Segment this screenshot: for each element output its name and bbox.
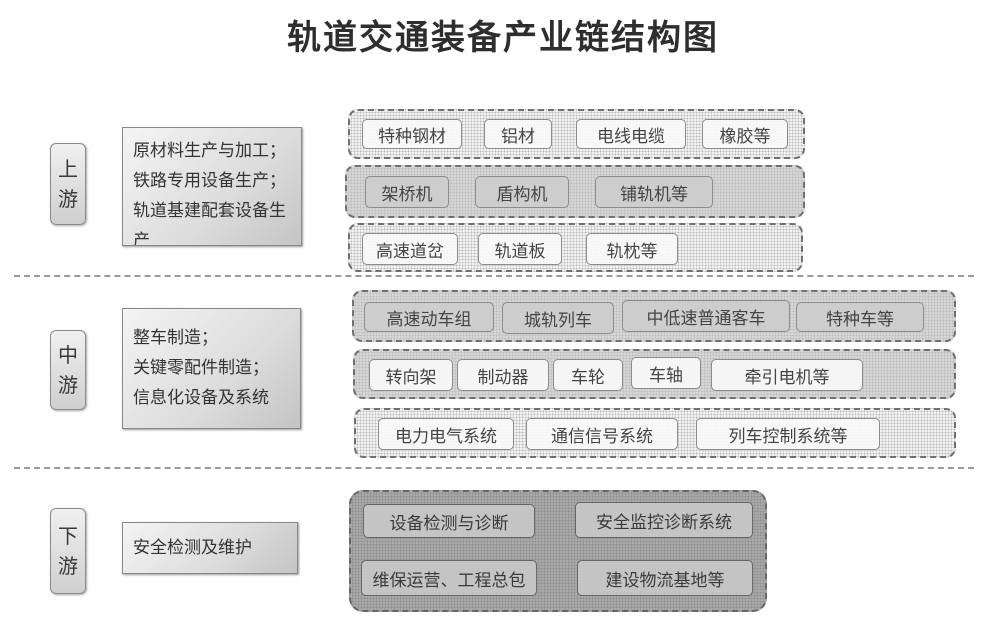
node-item: 轨枕等: [586, 233, 678, 265]
stage-tab-char: 游: [58, 554, 78, 578]
node-item: 安全监控诊断系统: [575, 502, 753, 538]
node-item: 中低速普通客车: [622, 300, 790, 332]
node-item: 电力电气系统: [378, 418, 514, 450]
node-item: 特种车等: [796, 302, 924, 332]
node-item: 列车控制系统等: [696, 418, 880, 450]
description-line: 产: [133, 231, 150, 246]
node-item: 城轨列车: [502, 302, 614, 334]
node-item: 建设物流基地等: [577, 560, 753, 596]
midstream-row-systems: 电力电气系统 通信信号系统 列车控制系统等: [354, 408, 956, 458]
node-item: 车轴: [631, 357, 701, 389]
description-line: 信息化设备及系统: [133, 388, 269, 408]
node-item: 高速动车组: [364, 302, 494, 332]
stage-tab-char: 游: [58, 373, 78, 397]
description-line: 铁路专用设备生产；: [133, 171, 286, 191]
downstream-services-block: 设备检测与诊断 安全监控诊断系统 维保运营、工程总包 建设物流基地等: [349, 490, 767, 612]
stage-tab-char: 上: [58, 157, 78, 181]
midstream-row-vehicles: 高速动车组 城轨列车 中低速普通客车 特种车等: [352, 290, 956, 342]
node-item: 特种钢材: [362, 119, 462, 149]
stage-divider: [14, 275, 974, 277]
stage-tab-char: 游: [58, 187, 78, 211]
stage-description-upstream: 原材料生产与加工； 铁路专用设备生产； 轨道基建配套设备生 产: [122, 127, 302, 246]
upstream-row-equipment: 架桥机 盾构机 铺轨机等: [345, 165, 805, 218]
stage-description-downstream: 安全检测及维护: [122, 522, 298, 574]
stage-tab-midstream: 中 游: [50, 330, 86, 410]
description-line: 整车制造；: [133, 328, 218, 348]
midstream-row-components: 转向架 制动器 车轮 车轴 牵引电机等: [353, 349, 956, 399]
node-item: 铝材: [484, 119, 552, 149]
node-item: 牵引电机等: [711, 359, 863, 391]
node-item: 架桥机: [365, 176, 449, 208]
node-item: 轨道板: [478, 233, 562, 265]
node-item: 转向架: [369, 359, 453, 391]
description-line: 关键零配件制造；: [133, 358, 269, 378]
stage-tab-downstream: 下 游: [50, 508, 86, 594]
stage-tab-char: 中: [58, 343, 78, 367]
node-item: 车轮: [553, 359, 623, 391]
node-item: 维保运营、工程总包: [361, 560, 537, 596]
node-item: 通信信号系统: [526, 418, 678, 450]
upstream-row-infrastructure: 高速道岔 轨道板 轨枕等: [348, 223, 803, 272]
stage-tab-upstream: 上 游: [50, 143, 86, 225]
description-line: 安全检测及维护: [133, 538, 252, 558]
stage-divider: [14, 467, 974, 469]
upstream-row-materials: 特种钢材 铝材 电线电缆 橡胶等: [348, 109, 805, 159]
node-item: 制动器: [457, 359, 549, 391]
node-item: 电线电缆: [576, 119, 686, 149]
node-item: 盾构机: [475, 176, 569, 208]
description-line: 轨道基建配套设备生: [133, 201, 286, 221]
stage-tab-char: 下: [58, 524, 78, 548]
diagram-title: 轨道交通装备产业链结构图: [287, 18, 719, 58]
node-item: 设备检测与诊断: [363, 504, 535, 538]
node-item: 橡胶等: [702, 119, 788, 149]
node-item: 铺轨机等: [595, 176, 713, 208]
description-line: 原材料生产与加工；: [133, 141, 286, 161]
stage-description-midstream: 整车制造； 关键零配件制造； 信息化设备及系统: [122, 308, 301, 429]
node-item: 高速道岔: [362, 233, 458, 265]
